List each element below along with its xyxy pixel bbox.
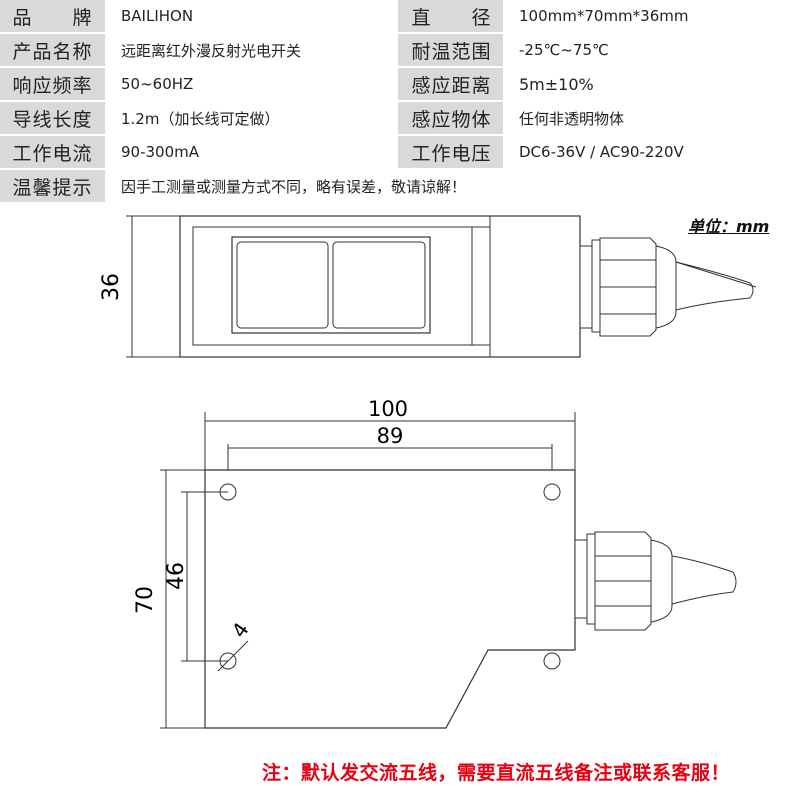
spec-row-tip: 温馨提示 因手工测量或测量方式不同，略有误差，敬请谅解！ — [0, 170, 800, 204]
lens-right — [332, 241, 426, 329]
spec-label: 工作电压 — [398, 136, 505, 168]
spec-value: 50~60HZ — [107, 68, 398, 100]
gland-cap — [655, 245, 677, 329]
spec-label: 工作电流 — [0, 136, 107, 168]
gland-cap — [650, 539, 673, 623]
spec-value: 90-300mA — [107, 136, 398, 168]
lens-left — [236, 241, 329, 329]
mount-hole-icon — [543, 652, 561, 670]
spec-row-brand: 品 牌 BAILIHON 直 径 100mm*70mm*36mm — [0, 0, 800, 34]
spec-value: 任何非透明物体 — [505, 102, 800, 134]
tip-value: 因手工测量或测量方式不同，略有误差，敬请谅解！ — [107, 170, 800, 202]
spec-label: 耐温范围 — [398, 34, 505, 66]
spec-row-cable: 导线长度 1.2m（加长线可定做） 感应物体 任何非透明物体 — [0, 102, 800, 136]
dim-height-side: 36 — [99, 273, 124, 301]
dim-width-total: 100 — [368, 397, 408, 421]
footer-note: 注：默认发交流五线，需要直流五线备注或联系客服！ — [262, 762, 731, 784]
spec-label: 感应距离 — [398, 68, 505, 100]
dim-height-front: 70 — [133, 586, 158, 614]
cable — [671, 555, 734, 573]
spec-row-name: 产品名称 远距离红外漫反射光电开关 耐温范围 -25℃~75℃ — [0, 34, 800, 68]
dim-hole-spacing-x: 89 — [377, 424, 404, 448]
spec-value: BAILIHON — [107, 0, 398, 32]
spec-value: DC6-36V / AC90-220V — [505, 136, 800, 168]
unit-label: 单位：mm — [688, 217, 770, 236]
dim-hole-spacing-y: 46 — [164, 562, 189, 590]
cable — [675, 261, 757, 288]
leader-line — [217, 640, 249, 672]
tip-label: 温馨提示 — [0, 170, 107, 202]
gland-base — [579, 245, 593, 329]
spec-value: 5m±10% — [505, 68, 800, 100]
spec-row-frequency: 响应频率 50~60HZ 感应距离 5m±10% — [0, 68, 800, 102]
spec-table: 品 牌 BAILIHON 直 径 100mm*70mm*36mm 产品名称 远距… — [0, 0, 800, 204]
spec-value: 100mm*70mm*36mm — [505, 0, 800, 32]
spec-value: 远距离红外漫反射光电开关 — [107, 34, 398, 66]
gland-base — [574, 539, 588, 619]
spec-label: 品 牌 — [0, 0, 107, 32]
spec-label: 产品名称 — [0, 34, 107, 66]
sensor-body-front — [204, 469, 576, 729]
spec-label: 响应频率 — [0, 68, 107, 100]
spec-value: 1.2m（加长线可定做） — [107, 102, 398, 134]
spec-row-current: 工作电流 90-300mA 工作电压 DC6-36V / AC90-220V — [0, 136, 800, 170]
spec-label: 感应物体 — [398, 102, 505, 134]
spec-label: 导线长度 — [0, 102, 107, 134]
spec-label: 直 径 — [398, 0, 505, 32]
spec-value: -25℃~75℃ — [505, 34, 800, 66]
mount-hole-icon — [543, 483, 561, 501]
